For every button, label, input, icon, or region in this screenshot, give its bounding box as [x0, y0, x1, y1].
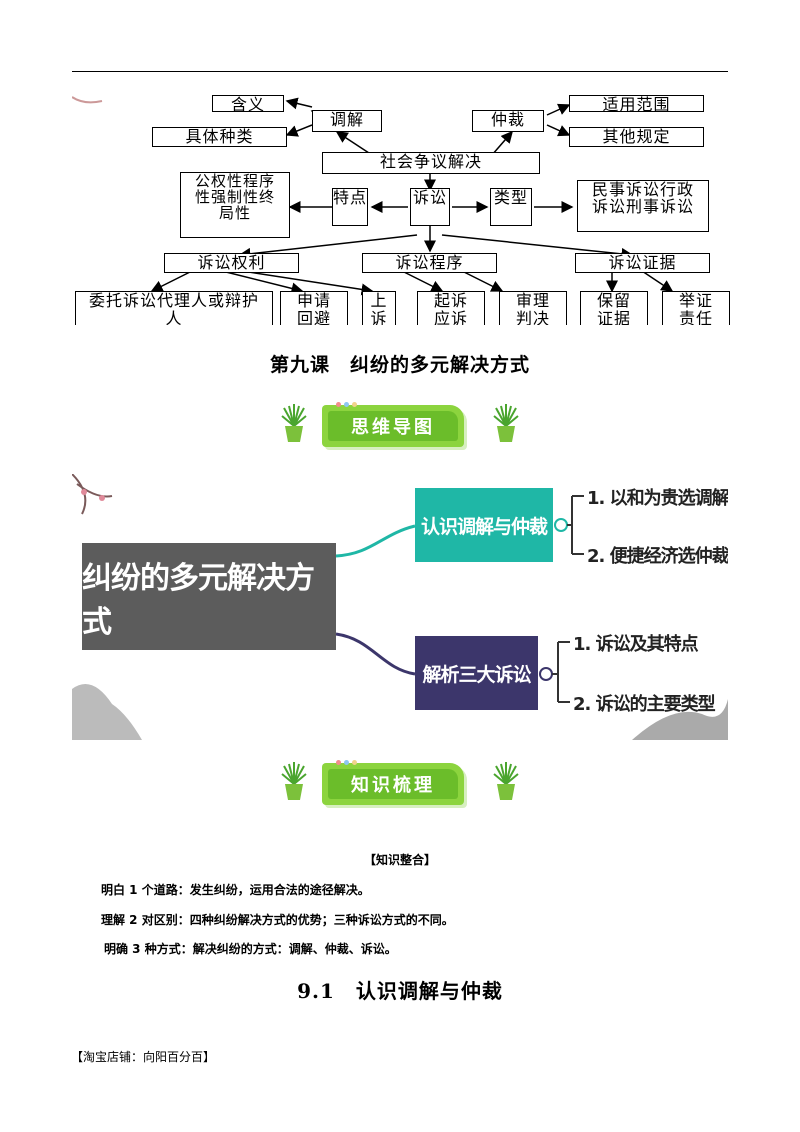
node-features: 公权性程序性强制性终局性 [180, 172, 290, 238]
mind-map-decor [72, 474, 728, 740]
knowledge-line-1: 明白 1 个道路：发生纠纷，运用合法的途径解决。 [101, 883, 370, 897]
plant-icon [281, 404, 307, 442]
plant-icon [493, 404, 519, 442]
node-shenqing: 申请回避 [280, 291, 348, 325]
leaf-2-1: 1. 诉讼及其特点 [573, 634, 699, 655]
node-zhongcai: 仲裁 [472, 110, 544, 132]
node-hanyi: 含义 [212, 95, 284, 114]
node-tedian: 特点 [332, 188, 368, 226]
node-qisu: 起诉应诉 [417, 291, 485, 325]
lesson-title: 第九课 纠纷的多元解决方式 [269, 354, 530, 376]
node-shehui: 社会争议解决 [322, 152, 540, 174]
node-tiaojie: 调解 [312, 110, 382, 132]
leaf-1-1: 1. 以和为贵选调解 [587, 488, 728, 509]
node-zhengju: 诉讼证据 [575, 253, 710, 273]
node-quanli: 诉讼权利 [164, 253, 299, 273]
node-juzheng: 举证责任 [662, 291, 730, 325]
leaf-2-2: 2. 诉讼的主要类型 [573, 694, 716, 715]
banner-mindmap-label: 思维导图 [328, 411, 458, 441]
node-shangsu: 上诉 [362, 291, 396, 325]
branch-three-litigations: 解析三大诉讼 [415, 636, 538, 710]
plant-icon [493, 762, 519, 800]
footer-shop: 【淘宝店铺：向阳百分百】 [71, 1050, 216, 1064]
leaf-1-2: 2. 便捷经济选仲裁 [587, 546, 728, 567]
node-juti: 具体种类 [152, 127, 287, 147]
node-shiyong: 适用范围 [569, 95, 704, 114]
concept-map: 含义 调解 具体种类 仲裁 适用范围 其他规定 社会争议解决 公权性程序性强制性… [72, 95, 735, 325]
knowledge-title: 【知识整合】 [363, 853, 436, 867]
plant-icon [281, 762, 307, 800]
section-title: 9.1 认识调解与仲裁 [297, 979, 503, 1003]
knowledge-line-2: 理解 2 对区别：四种纠纷解决方式的优势；三种诉讼方式的不同。 [101, 913, 454, 927]
node-chengxu: 诉讼程序 [362, 253, 497, 273]
node-shenli: 审理判决 [499, 291, 567, 325]
central-topic: 纠纷的多元解决方式 [82, 543, 336, 650]
concept-map-arrows [72, 96, 674, 296]
banner-knowledge: 知识梳理 [322, 760, 464, 805]
node-qita: 其他规定 [569, 127, 704, 147]
node-leixing: 类型 [490, 188, 532, 226]
header-rule [72, 71, 728, 72]
node-baoliu: 保留证据 [580, 291, 648, 325]
banner-knowledge-label: 知识梳理 [328, 769, 458, 799]
mind-map: 纠纷的多元解决方式 认识调解与仲裁 解析三大诉讼 1. 以和为贵选调解 2. 便… [72, 474, 728, 740]
knowledge-line-3: 明确 3 种方式：解决纠纷的方式：调解、仲裁、诉讼。 [104, 942, 397, 956]
node-types: 民事诉讼行政诉讼刑事诉讼 [577, 180, 709, 232]
node-susong: 诉讼 [410, 188, 450, 226]
branch-mediation-arbitration: 认识调解与仲裁 [415, 488, 553, 562]
node-weituo: 委托诉讼代理人或辩护人 [75, 291, 273, 325]
banner-mindmap: 思维导图 [322, 402, 464, 447]
